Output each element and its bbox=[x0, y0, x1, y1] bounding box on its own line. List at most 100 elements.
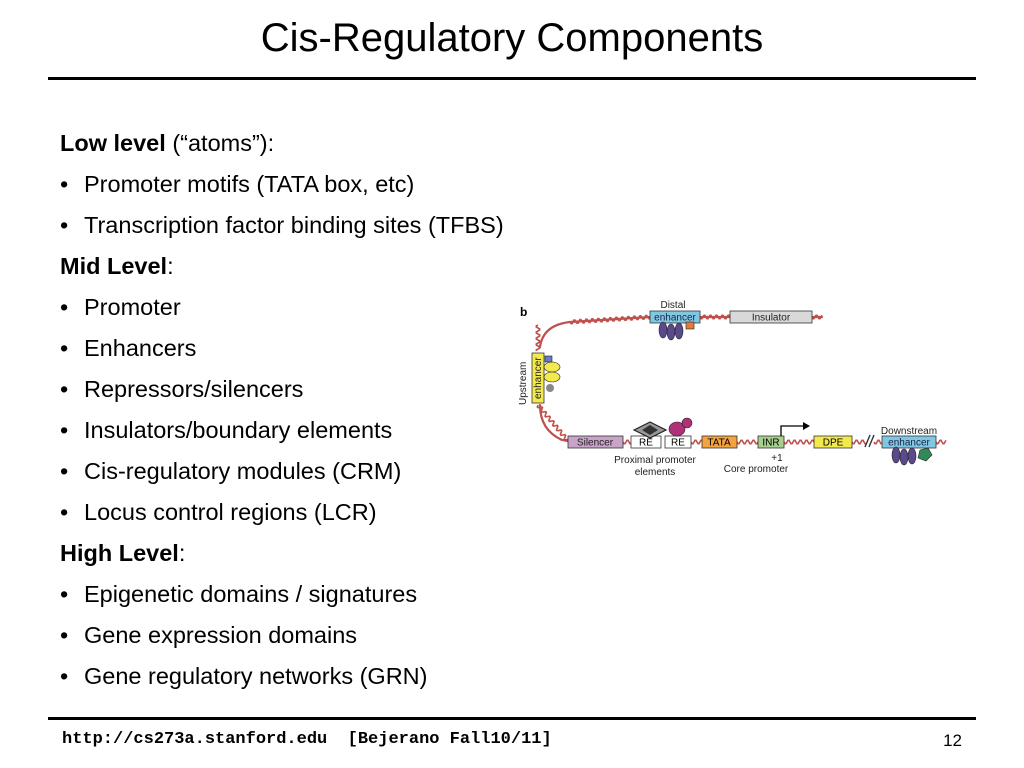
footer-divider bbox=[48, 717, 976, 720]
silencer-box bbox=[567, 435, 624, 449]
page-number: 12 bbox=[943, 731, 962, 750]
downstream-label: Downstream bbox=[881, 426, 937, 437]
transcription-start-arrow bbox=[780, 425, 803, 436]
re-label: RE bbox=[639, 438, 653, 449]
tf-protein bbox=[899, 448, 909, 466]
list-item: • Promoter motifs (TATA box, etc) bbox=[60, 164, 500, 205]
tf-protein bbox=[917, 447, 933, 462]
bullet-icon: • bbox=[60, 581, 69, 607]
distal-enhancer-label: enhancer bbox=[654, 313, 696, 324]
list-item-text: Repressors/silencers bbox=[84, 376, 304, 402]
list-item: • Insulators/boundary elements bbox=[60, 410, 500, 451]
silencer-label: Silencer bbox=[577, 438, 614, 449]
dpe-box bbox=[813, 435, 853, 449]
slide-title: Cis-Regulatory Components bbox=[260, 16, 764, 60]
section-heading: High Level bbox=[60, 540, 179, 566]
dna-helix-segment bbox=[873, 439, 882, 445]
dna-helix-segment bbox=[569, 314, 651, 325]
tf-protein bbox=[543, 361, 561, 373]
dna-break-icon bbox=[864, 434, 875, 448]
tata-label: TATA bbox=[707, 438, 731, 449]
tf-protein bbox=[681, 417, 693, 429]
tf-protein bbox=[658, 321, 668, 339]
tf-protein bbox=[891, 446, 901, 464]
tf-protein bbox=[546, 384, 554, 392]
bullet-icon: • bbox=[60, 499, 69, 525]
list-item-text: Enhancers bbox=[84, 335, 197, 361]
list-item-text: Promoter bbox=[84, 294, 181, 320]
tata-box bbox=[701, 435, 738, 449]
downstream-enhancer-label: enhancer bbox=[888, 438, 930, 449]
list-item: • Cis-regulatory modules (CRM) bbox=[60, 451, 500, 492]
bullet-icon: • bbox=[60, 335, 69, 361]
section-heading: Mid Level bbox=[60, 253, 168, 279]
tf-protein bbox=[543, 371, 561, 383]
bullet-icon: • bbox=[60, 171, 69, 197]
distal-label: Distal bbox=[660, 300, 685, 311]
list-item: • Gene expression domains bbox=[60, 615, 500, 656]
re-label: RE bbox=[671, 438, 685, 449]
tf-protein bbox=[674, 322, 684, 340]
list-item-text: Locus control regions (LCR) bbox=[84, 499, 377, 525]
section-low-heading: Low level (“atoms”): bbox=[60, 123, 500, 164]
list-item-text: Gene expression domains bbox=[84, 622, 358, 648]
tf-protein bbox=[668, 421, 686, 437]
insulator-box bbox=[729, 310, 813, 324]
bullet-icon: • bbox=[60, 212, 69, 238]
section-suffix: (“atoms”): bbox=[165, 130, 275, 156]
dna-helix-segment bbox=[699, 314, 731, 320]
core-promoter-label: Core promoter bbox=[724, 464, 789, 475]
dna-helix bbox=[535, 314, 947, 445]
dna-helix-segment bbox=[535, 324, 541, 351]
dna-helix-segment bbox=[783, 439, 815, 445]
upstream-enhancer-label: enhancer bbox=[533, 357, 544, 399]
footer-citation: http://cs273a.stanford.edu [Bejerano Fal… bbox=[62, 730, 552, 749]
list-item-text: Cis-regulatory modules (CRM) bbox=[84, 458, 402, 484]
bullet-icon: • bbox=[60, 458, 69, 484]
list-item: • Epigenetic domains / signatures bbox=[60, 574, 500, 615]
section-heading: Low level bbox=[60, 130, 166, 156]
footer-url[interactable]: http://cs273a.stanford.edu bbox=[62, 730, 328, 749]
tf-protein bbox=[544, 355, 553, 363]
dna-helix-segment bbox=[811, 314, 823, 320]
list-item-text: Transcription factor binding sites (TFBS… bbox=[84, 212, 504, 238]
panel-label: b bbox=[520, 305, 527, 319]
section-suffix: : bbox=[178, 540, 186, 566]
dna-helix-segment bbox=[690, 439, 702, 445]
proximal-elements-label: elements bbox=[635, 467, 676, 478]
list-item-text: Promoter motifs (TATA box, etc) bbox=[84, 171, 415, 197]
list-item: •Gene regulatory networks (GRN) bbox=[60, 656, 500, 697]
list-item-text: Gene regulatory networks (GRN) bbox=[84, 663, 428, 689]
list-item: •Repressors/silencers bbox=[60, 369, 500, 410]
distal-enhancer-box bbox=[649, 310, 701, 324]
regulatory-diagram: b Distal enhancer Insulator Upstream enh… bbox=[510, 295, 950, 485]
proximal-promoter-label: Proximal promoter bbox=[614, 455, 696, 466]
regulatory-diagram-svg: b Distal enhancer Insulator Upstream enh… bbox=[518, 300, 947, 478]
tf-protein bbox=[907, 447, 917, 465]
insulator-label: Insulator bbox=[752, 313, 791, 324]
list-item: • Transcription factor binding sites (TFB… bbox=[60, 205, 504, 246]
bullet-icon: • bbox=[60, 622, 69, 648]
dna-helix-segment bbox=[935, 439, 947, 445]
dpe-label: DPE bbox=[823, 438, 844, 449]
footer-course: [Bejerano Fall10/11] bbox=[347, 730, 552, 749]
upstream-label: Upstream bbox=[518, 362, 529, 405]
tf-protein bbox=[642, 425, 658, 435]
inr-box bbox=[757, 435, 785, 449]
dna-helix-segment bbox=[536, 404, 569, 441]
section-suffix: : bbox=[167, 253, 174, 279]
arrow-head-icon bbox=[803, 422, 810, 430]
dna-helix-segment bbox=[622, 439, 631, 445]
tf-protein bbox=[685, 321, 695, 330]
dna-helix-segment bbox=[736, 439, 759, 445]
bullet-icon: • bbox=[60, 417, 69, 443]
inr-label: INR bbox=[762, 438, 779, 449]
list-item: • Promoter bbox=[60, 287, 500, 328]
list-item: • Locus control regions (LCR) bbox=[60, 492, 500, 533]
list-item-text: Insulators/boundary elements bbox=[84, 417, 393, 443]
list-item-text: Epigenetic domains / signatures bbox=[84, 581, 418, 607]
tf-protein bbox=[666, 323, 676, 341]
plus-one-label: +1 bbox=[771, 453, 783, 464]
section-mid-heading: Mid Level: bbox=[60, 246, 500, 287]
bullet-icon: • bbox=[60, 294, 69, 320]
